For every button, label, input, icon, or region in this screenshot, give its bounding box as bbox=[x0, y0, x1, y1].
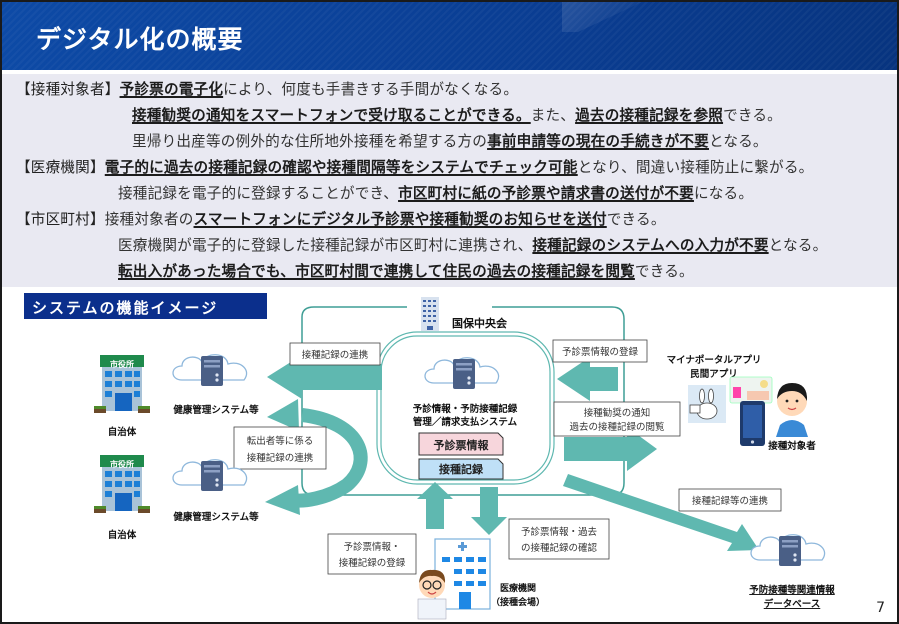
system-diagram: 国保中央会 予診情報・予防接種記録 管理／請求支払システム 予診票情報 接種記録… bbox=[94, 297, 835, 620]
arrow-clinic-register bbox=[417, 482, 453, 529]
health-system-label-1: 健康管理システム等 bbox=[173, 404, 259, 416]
arrow-clinic-confirm bbox=[471, 487, 507, 535]
record-link-box bbox=[289, 342, 381, 366]
summary-text: できる。 bbox=[606, 211, 666, 228]
arrow-register-questionnaire bbox=[557, 357, 618, 401]
slide-title: デジタル化の概要 bbox=[36, 25, 244, 54]
summary-highlight: 市区町村に紙の予診票や請求書の送付が不要 bbox=[398, 185, 694, 202]
arrow-to-database bbox=[563, 474, 759, 551]
summary-highlight: 接種記録のシステムへの入力が不要 bbox=[532, 237, 769, 254]
db-link-box bbox=[678, 488, 782, 512]
subject-label: 接種対象者 bbox=[768, 440, 816, 452]
app-label-2: 民間アプリ bbox=[690, 368, 738, 380]
summary-highlight: 接種勧奨の通知をスマートフォンで受け取ることができる。 bbox=[132, 107, 531, 124]
central-system-line2: 管理／請求支払システム bbox=[413, 416, 518, 428]
notify-view-line1: 接種勧奨の通知 bbox=[584, 407, 651, 419]
smartphone-icon bbox=[740, 401, 765, 446]
db-link-label: 接種記録等の連携 bbox=[692, 495, 768, 507]
transfer-curve-arrow bbox=[290, 408, 368, 508]
clinic-confirm-box bbox=[508, 518, 610, 560]
summary-text: できる。 bbox=[634, 263, 694, 280]
summary-line: 【医療機関】電子的に過去の接種記録の確認や接種間隔等をシステムでチェック可能とな… bbox=[16, 156, 813, 177]
summary-highlight: 過去の接種記録を参照 bbox=[575, 107, 724, 124]
subject-person-icon bbox=[776, 383, 808, 437]
summary-text: により、何度も手書きする手間がなくなる。 bbox=[223, 81, 519, 98]
transfer-link-line1: 転出者等に係る bbox=[247, 435, 314, 447]
central-org-label: 国保中央会 bbox=[452, 316, 508, 330]
questionnaire-register-box bbox=[552, 339, 648, 363]
slide-header bbox=[2, 2, 897, 72]
page-number: 7 bbox=[876, 600, 885, 616]
mynumber-card-icon bbox=[729, 376, 773, 404]
summary-panel: 【接種対象者】予診票の電子化により、何度も手書きする手間がなくなる。接種勧奨の通… bbox=[2, 74, 897, 287]
questionnaire-tag-label: 予診票情報 bbox=[434, 438, 490, 452]
header-shine bbox=[562, 2, 642, 32]
clinic-register-line1: 予診票情報・ bbox=[343, 541, 400, 553]
summary-text: になる。 bbox=[693, 185, 754, 202]
section-title: システムの機能イメージ bbox=[24, 293, 267, 319]
summary-line: 里帰り出産等の例外的な住所地外接種を希望する方の事前申請等の現在の手続きが不要と… bbox=[132, 130, 768, 151]
summary-line: 転出入があった場合でも、市区町村間で連携して住民の過去の接種記録を閲覧できる。 bbox=[118, 260, 694, 281]
records-tag bbox=[418, 458, 504, 480]
questionnaire-register-label: 予診票情報の登録 bbox=[562, 346, 639, 358]
mynaportal-mascot-icon bbox=[688, 385, 726, 423]
summary-text: 里帰り出産等の例外的な住所地外接種を希望する方の bbox=[132, 133, 488, 150]
clinic-confirm-line2: の接種記録の確認 bbox=[521, 542, 598, 554]
notify-view-line2: 過去の接種記録の閲覧 bbox=[569, 421, 665, 433]
clinic-register-line2: 接種記録の登録 bbox=[339, 557, 406, 569]
transfer-link-box bbox=[233, 426, 327, 470]
summary-text: 医療機関が電子的に登録した接種記録が市区町村に連携され、 bbox=[118, 237, 533, 254]
transfer-link-line2: 接種記録の連携 bbox=[247, 452, 314, 464]
municipality-label-2: 自治体 bbox=[108, 529, 137, 541]
summary-text: また、 bbox=[530, 107, 576, 124]
summary-highlight: 転出入があった場合でも、市区町村間で連携して住民の過去の接種記録を閲覧 bbox=[118, 263, 635, 280]
clinic-building-icon bbox=[434, 538, 491, 610]
summary-category-label: 【接種対象者】 bbox=[16, 81, 120, 98]
summary-category-label: 【市区町村】 bbox=[16, 211, 105, 228]
questionnaire-tag bbox=[418, 432, 504, 456]
clinic-register-box bbox=[327, 533, 417, 575]
database-server-icon bbox=[750, 534, 826, 566]
central-system-line1: 予診情報・予防接種記録 bbox=[413, 403, 518, 415]
clinic-label-2: （接種会場） bbox=[491, 596, 545, 608]
summary-text: となり、間違い接種防止に繋がる。 bbox=[577, 159, 814, 176]
summary-text: 接種対象者の bbox=[104, 211, 194, 228]
summary-category-label: 【医療機関】 bbox=[16, 159, 105, 176]
summary-line: 接種勧奨の通知をスマートフォンで受け取ることができる。また、過去の接種記録を参照… bbox=[132, 104, 782, 125]
arrow-to-municipality-1 bbox=[267, 355, 382, 399]
database-label-2: データベース bbox=[764, 598, 821, 610]
summary-line: 接種記録を電子的に登録することができ、市区町村に紙の予診票や請求書の送付が不要に… bbox=[118, 182, 753, 203]
summary-highlight: スマートフォンにデジタル予診票や接種勧奨のお知らせを送付 bbox=[193, 211, 607, 228]
summary-text: できる。 bbox=[723, 107, 782, 124]
summary-line: 【市区町村】接種対象者のスマートフォンにデジタル予診票や接種勧奨のお知らせを送付… bbox=[16, 208, 666, 229]
clinic-label-1: 医療機関 bbox=[500, 582, 536, 594]
summary-text: となる。 bbox=[708, 133, 768, 150]
records-tag-label: 接種記録 bbox=[439, 462, 484, 476]
summary-text: 接種記録を電子的に登録することができ、 bbox=[118, 185, 399, 202]
summary-highlight: 事前申請等の現在の手続きが不要 bbox=[487, 133, 709, 150]
summary-line: 【接種対象者】予診票の電子化により、何度も手書きする手間がなくなる。 bbox=[16, 78, 518, 99]
health-system-server-icon bbox=[172, 354, 248, 386]
city-hall-sign: 市役所 bbox=[110, 359, 134, 369]
summary-highlight: 電子的に過去の接種記録の確認や接種間隔等をシステムでチェック可能 bbox=[104, 159, 578, 176]
record-link-label: 接種記録の連携 bbox=[302, 349, 369, 361]
database-label-1: 予防接種等関連情報 bbox=[749, 584, 835, 596]
summary-highlight: 予診票の電子化 bbox=[119, 81, 224, 98]
municipality-label-1: 自治体 bbox=[108, 426, 137, 438]
app-label-1: マイナポータルアプリ bbox=[667, 354, 762, 366]
summary-line: 医療機関が電子的に登録した接種記録が市区町村に連携され、接種記録のシステムへの入… bbox=[118, 234, 827, 255]
summary-text: となる。 bbox=[768, 237, 828, 254]
clinic-confirm-line1: 予診票情報・過去 bbox=[521, 526, 598, 538]
city-hall-sign: 市役所 bbox=[110, 459, 134, 469]
arrow-notify-subject bbox=[564, 427, 657, 471]
notify-view-box bbox=[553, 401, 681, 437]
doctor-icon bbox=[417, 569, 447, 620]
health-system-label-2: 健康管理システム等 bbox=[173, 511, 259, 523]
central-building-icon bbox=[421, 297, 439, 331]
